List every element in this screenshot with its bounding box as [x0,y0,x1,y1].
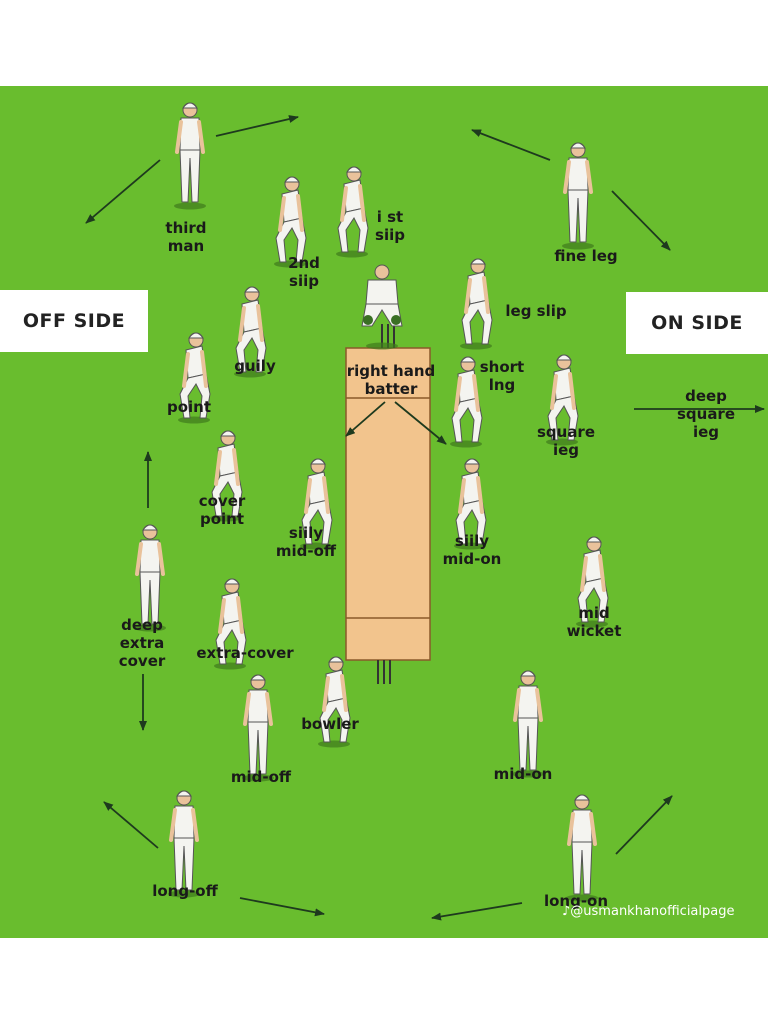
fielder-cover-point [210,430,243,522]
arrow-long-on-left [431,902,523,921]
arrow-batter-right [394,401,447,445]
arrow-fine-leg-left [471,129,551,161]
arrow-long-on-right [615,795,673,855]
arrows [85,115,765,921]
label-point: point [166,398,212,416]
fielders [134,102,609,902]
label-extra-cover: extra-cover [196,644,294,662]
fielder-square-leg [546,354,579,446]
label-bowler: bowler [301,715,359,733]
fielder-wicket-keeper [361,264,403,350]
arrow-batter-left [345,401,386,437]
fielder-point [178,332,211,424]
fielder-fine-leg [562,142,594,250]
label-fine-leg: fine leg [554,247,618,265]
fielder-long-on [566,794,598,902]
fielder-short-leg [450,356,483,448]
label-long-on: long-on [543,892,609,910]
on-side-label: ON SIDE [626,292,768,354]
music-note-icon: ♪ [562,904,571,919]
fielder-bowler [318,656,351,748]
label-mid-off: mid-off [230,768,292,786]
fielder-silly-mid-off [300,458,333,550]
arrow-third-man-right [215,115,299,137]
fielder-third-man [174,102,206,210]
label-leg-slip: leg slip [505,302,567,320]
fielder-first-slip [336,166,369,258]
label-gully: guily [234,357,276,375]
arrow-long-off-left [103,801,159,849]
fielder-silly-mid-on [454,458,487,550]
fielder-extra-cover [214,578,247,670]
pitch [345,324,431,684]
label-long-off: long-off [152,882,218,900]
watermark: ♪@usmankhanofficialpage [562,904,735,919]
field-diagram [85,102,765,921]
arrow-long-off-right [239,897,325,917]
fielder-long-off [168,790,200,898]
fielder-deep-extra-cover [134,524,166,632]
fielder-gully [234,286,267,378]
arrow-fine-leg-right [611,190,671,251]
arrow-third-man-left [85,159,161,224]
label-mid-on: mid-on [493,765,553,783]
fielder-mid-on [512,670,544,778]
fielder-mid-off [242,674,274,782]
fielder-second-slip [274,176,307,268]
fielder-mid-wicket [576,536,609,628]
off-side-label: OFF SIDE [0,290,148,352]
fielder-leg-slip [460,258,493,350]
